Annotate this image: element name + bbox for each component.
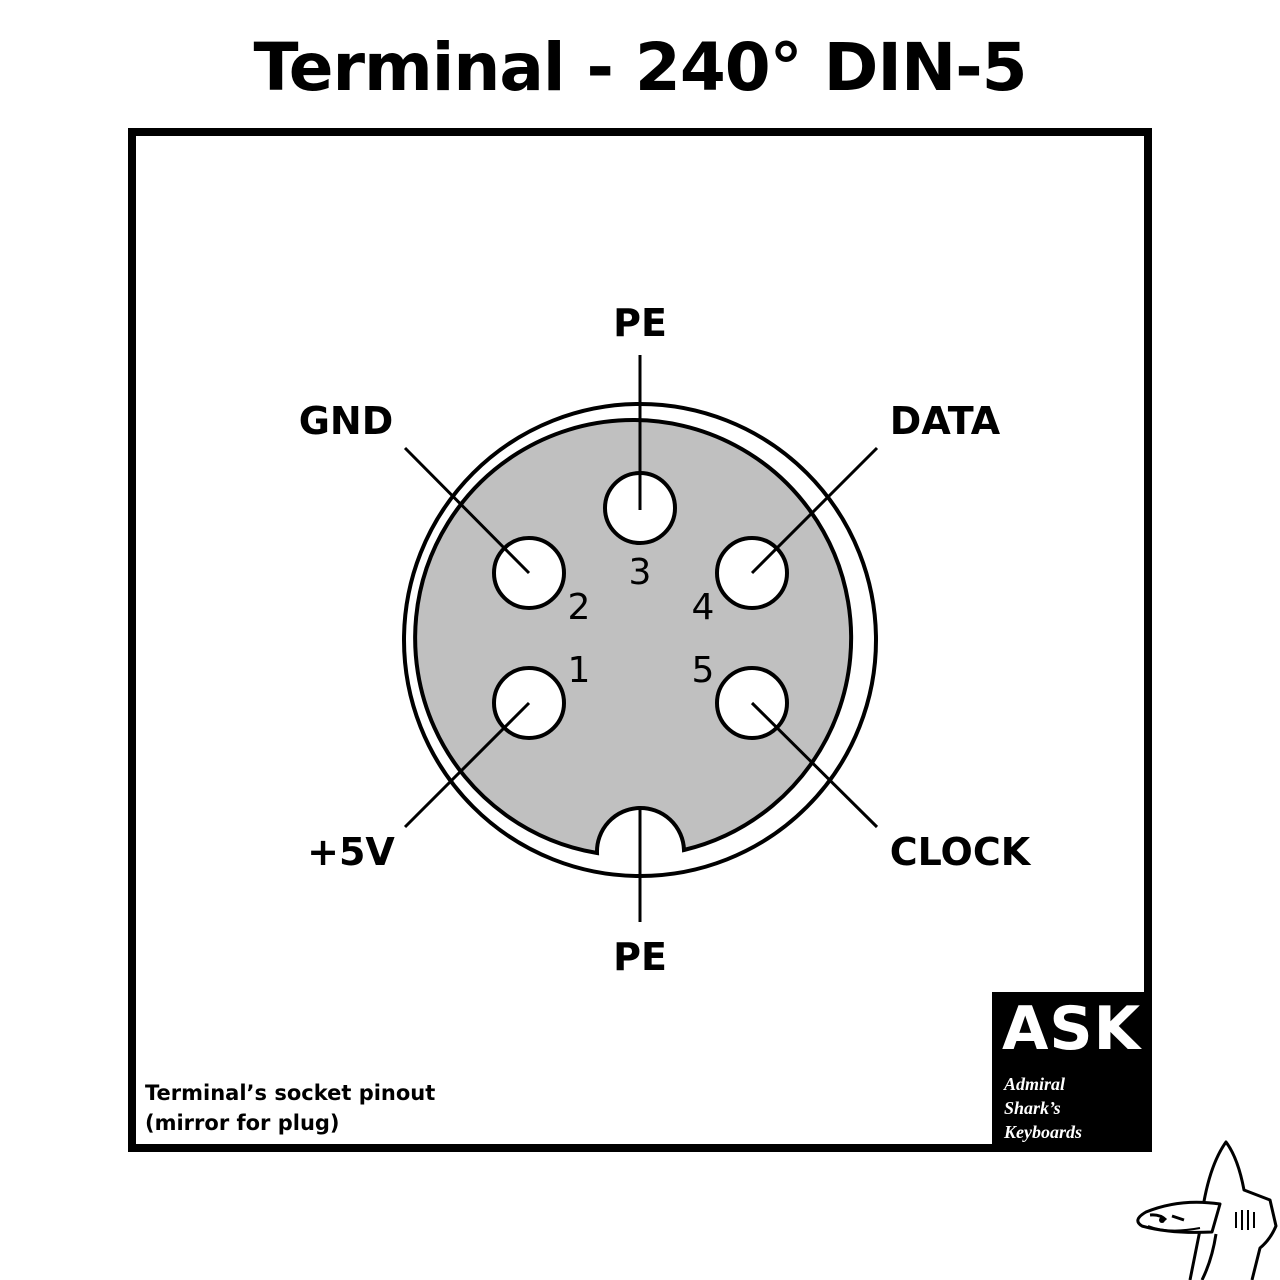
signal-label-pin-5: CLOCK (890, 830, 1032, 874)
pin-number-2: 2 (568, 587, 591, 628)
pin-number-5: 5 (692, 650, 715, 691)
logo-line-3: Keyboards (1004, 1122, 1082, 1142)
logo-line-1: Admiral (1004, 1074, 1066, 1094)
caption-line-1: Terminal’s socket pinout (145, 1081, 436, 1105)
leader-line-pin-1 (403, 701, 531, 829)
signal-label-pin-3: PE (613, 301, 667, 345)
logo-subtitle: Admiral Shark’s Keyboards (1004, 1072, 1082, 1144)
logo-acronym: ASK (1002, 994, 1142, 1064)
shark-mascot-icon (1136, 1140, 1278, 1280)
leader-line-pin-5 (750, 701, 879, 829)
pin-number-3: 3 (629, 552, 652, 593)
ask-logo: ASK Admiral Shark’s Keyboards (992, 992, 1152, 1152)
signal-label-pin-2: GND (299, 399, 394, 443)
pin-number-1: 1 (568, 650, 591, 691)
pinout-caption: Terminal’s socket pinout (mirror for plu… (145, 1078, 435, 1138)
signal-label-shield: PE (613, 935, 667, 979)
logo-line-2: Shark’s (1004, 1098, 1061, 1118)
caption-line-2: (mirror for plug) (145, 1111, 340, 1135)
pin-number-4: 4 (692, 587, 715, 628)
leader-line-pin-2 (403, 446, 531, 575)
signal-label-pin-4: DATA (890, 399, 1001, 443)
leader-line-pin-4 (750, 446, 879, 575)
signal-label-pin-1: +5V (307, 830, 395, 874)
connector-insulator (413, 418, 854, 856)
page-title: Terminal - 240° DIN-5 (253, 29, 1027, 106)
